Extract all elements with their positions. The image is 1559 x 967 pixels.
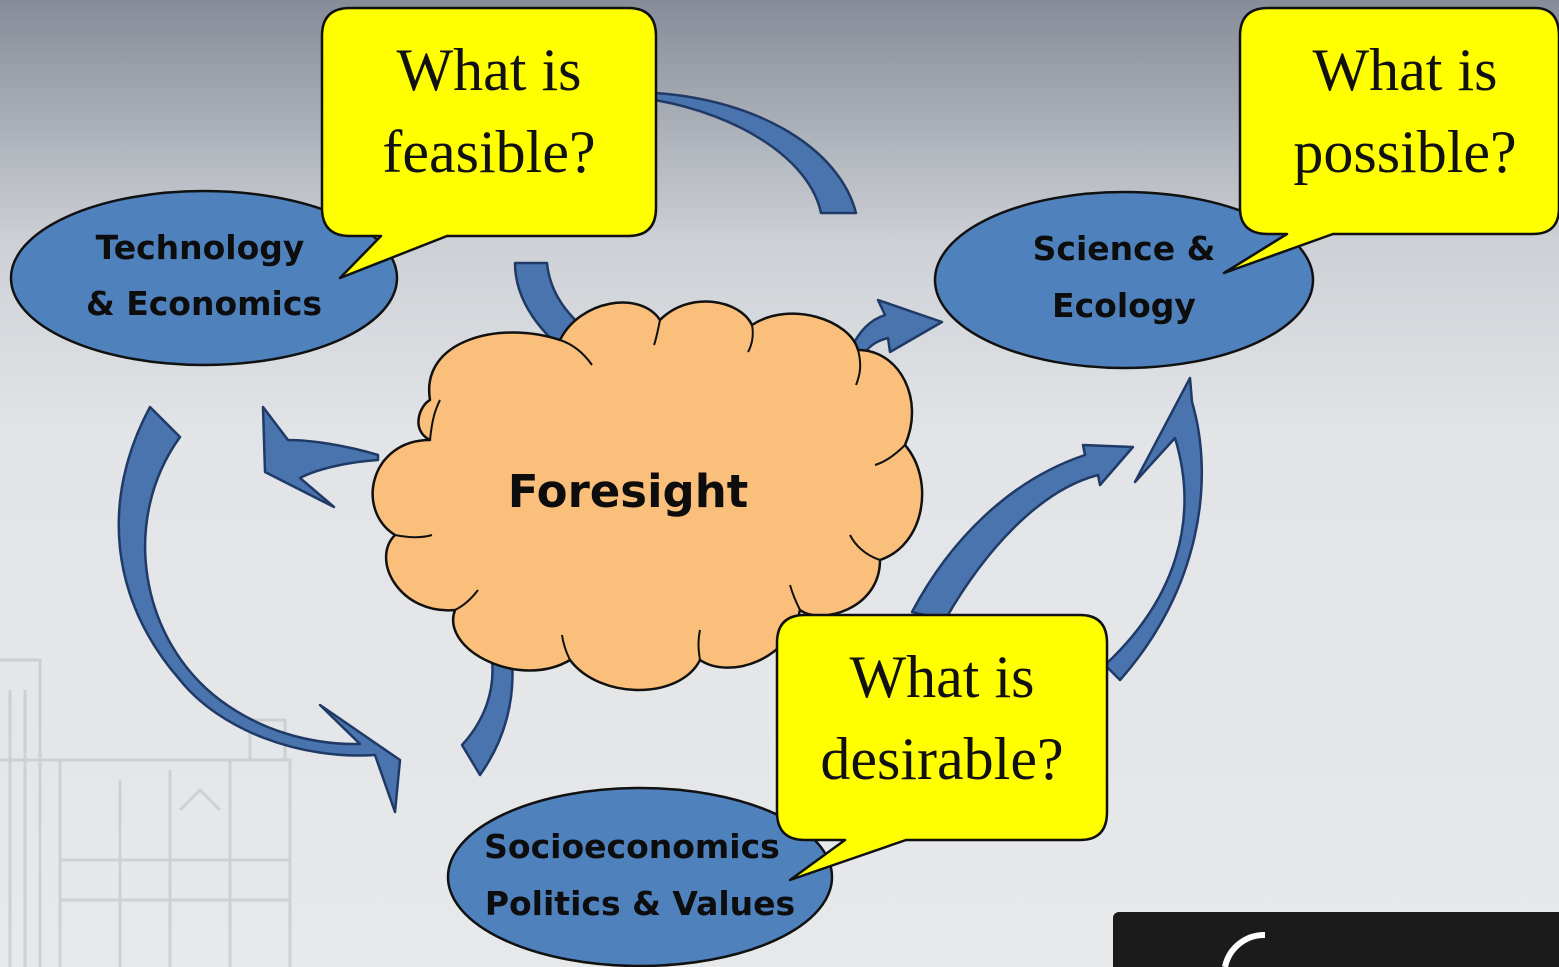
callout-desirable-line1: What is xyxy=(850,644,1035,710)
node-socioeconomics-politics-values xyxy=(446,786,834,967)
node-socioeconomics-label-line1: Socioeconomics xyxy=(484,827,780,866)
node-technology-label-line1: Technology xyxy=(96,228,305,267)
foresight-label: Foresight xyxy=(508,465,749,518)
arrow-socioeconomics-to-science-inner xyxy=(910,443,1135,622)
logo-panel xyxy=(1113,912,1559,967)
callout-desirable: What is desirable? xyxy=(775,613,1109,882)
logo-icon xyxy=(1222,931,1266,967)
node-technology-economics: Technology & Economics xyxy=(9,189,399,367)
callout-possible-line1: What is xyxy=(1313,37,1498,103)
arrow-feasible-to-possible xyxy=(653,91,858,215)
node-science-ecology: Science & Ecology xyxy=(933,190,1315,370)
node-socioeconomics-label-line2: Politics & Values xyxy=(485,884,795,923)
node-science-label-line2: Ecology xyxy=(1052,286,1196,325)
callout-feasible-line2: feasible? xyxy=(382,119,595,185)
callout-desirable-line2: desirable? xyxy=(820,726,1063,792)
foresight-cloud: Foresight xyxy=(371,300,924,692)
callout-feasible-line1: What is xyxy=(397,37,582,103)
callout-possible: What is possible? xyxy=(1222,6,1559,275)
arrow-technology-to-socioeconomics xyxy=(117,405,402,814)
arrow-socioeconomics-to-science-outer xyxy=(1103,376,1204,682)
node-science-label-line1: Science & xyxy=(1033,229,1216,268)
building-watermark-image xyxy=(0,658,292,967)
arrow-foresight-to-technology xyxy=(261,405,380,509)
node-technology-label-line2: & Economics xyxy=(86,284,322,323)
callout-possible-line2: possible? xyxy=(1293,119,1516,185)
callout-feasible: What is feasible? xyxy=(320,6,658,280)
arrow-socioeconomics-to-foresight xyxy=(460,658,514,777)
